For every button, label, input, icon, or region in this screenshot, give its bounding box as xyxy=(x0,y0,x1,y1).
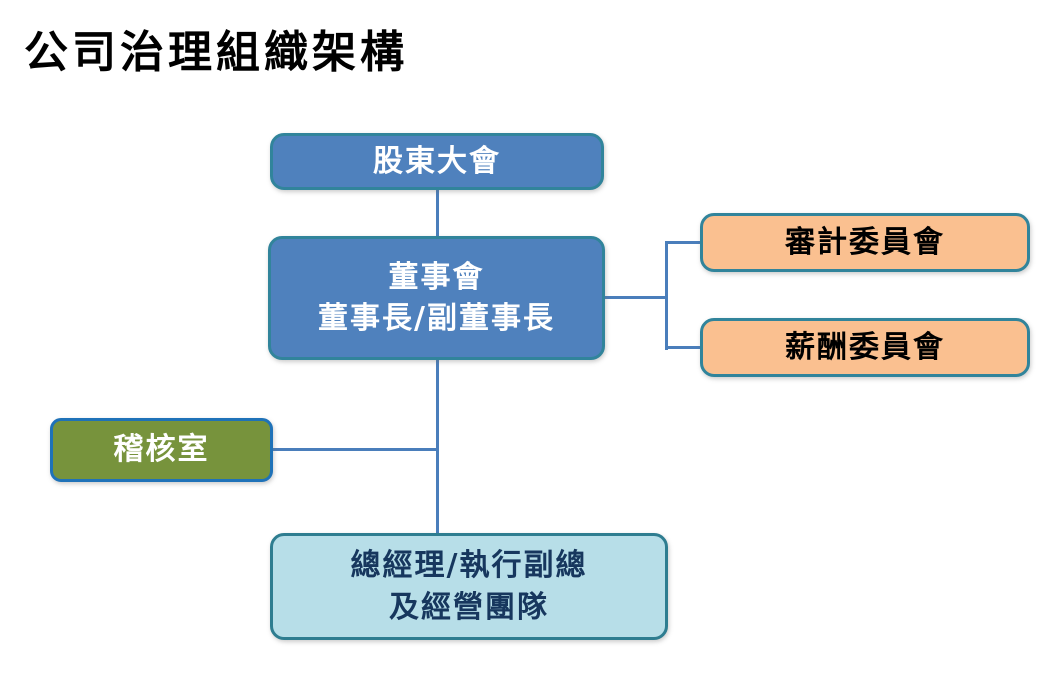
node-board-of-directors: 董事會 董事長/副董事長 xyxy=(268,236,605,360)
node-board-line1: 董事會 xyxy=(388,259,485,295)
node-shareholders-meeting-label: 股東大會 xyxy=(373,143,501,179)
node-compensation-committee: 薪酬委員會 xyxy=(700,318,1030,377)
node-shareholders-meeting: 股東大會 xyxy=(270,133,604,190)
connector-to-audit-committee xyxy=(667,241,700,244)
page-title: 公司治理組織架構 xyxy=(24,27,408,78)
node-compensation-committee-label: 薪酬委員會 xyxy=(785,329,945,365)
connector-board-to-management xyxy=(436,359,439,534)
connector-board-to-committees xyxy=(604,296,667,299)
node-management-line2: 及經營團隊 xyxy=(389,589,549,625)
node-audit-committee-label: 審計委員會 xyxy=(785,224,945,260)
connector-shareholders-to-board xyxy=(436,189,439,237)
connector-committees-junction xyxy=(665,241,668,350)
node-management-line1: 總經理/執行副總 xyxy=(350,548,588,584)
connector-audit-office-link xyxy=(272,448,437,451)
connector-to-compensation-committee xyxy=(667,346,700,349)
node-audit-office: 稽核室 xyxy=(50,418,273,482)
node-audit-office-label: 稽核室 xyxy=(113,432,210,468)
node-general-manager-team: 總經理/執行副總 及經營團隊 xyxy=(270,533,668,640)
node-audit-committee: 審計委員會 xyxy=(700,213,1030,272)
node-board-line2: 董事長/副董事長 xyxy=(318,301,555,336)
